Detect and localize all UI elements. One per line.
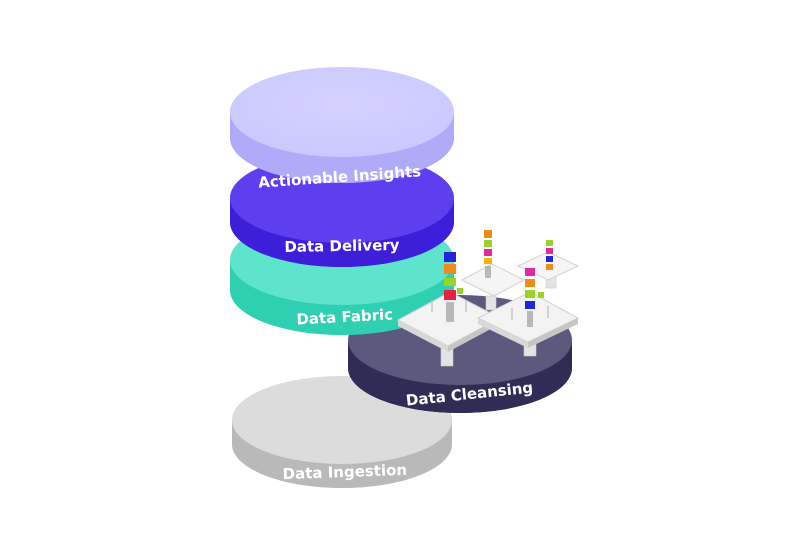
platform-front-right-edge-right xyxy=(528,318,578,348)
layer-actionable-insights: Actionable Insights xyxy=(230,67,454,192)
cube-stack-right xyxy=(525,268,544,327)
cube-stack-left xyxy=(444,252,463,322)
cube-stack-middle xyxy=(484,230,492,278)
cube-stack-back-right xyxy=(546,240,553,270)
platform-rails xyxy=(431,300,549,320)
delivery-label: Data Delivery xyxy=(284,236,400,256)
platform-front-left-edge xyxy=(398,320,448,352)
cleansing-apparatus xyxy=(396,230,580,367)
fabric-label: Data Fabric xyxy=(296,305,394,328)
ingestion-label: Data Ingestion xyxy=(282,461,407,483)
platform-front-right-edge xyxy=(478,318,528,348)
insights-disc-shine xyxy=(230,67,454,157)
platform-back-middle xyxy=(460,263,526,297)
